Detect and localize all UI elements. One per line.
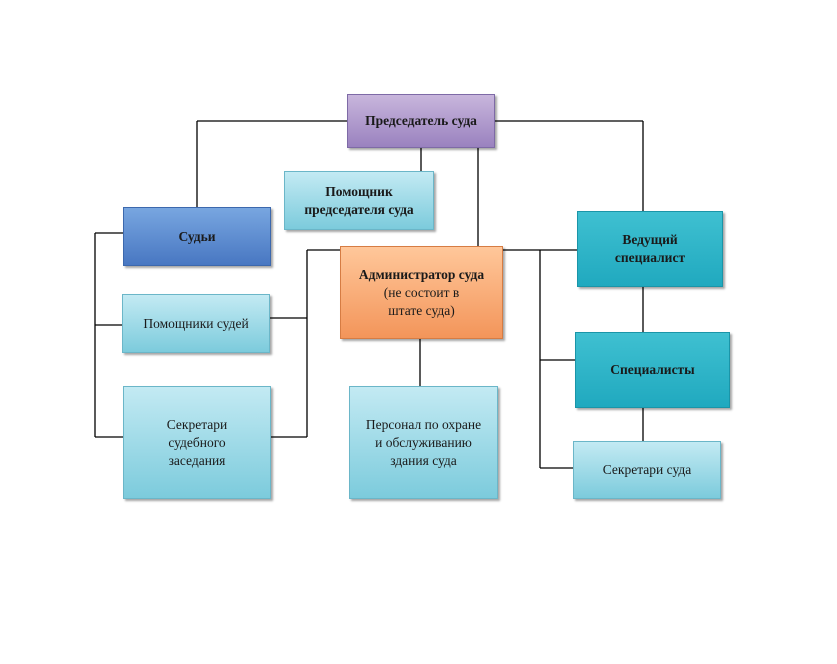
court-administrator-note: (не состоит в штате суда)	[383, 284, 460, 318]
node-court-session-secretaries: Секретари судебного заседания	[123, 386, 271, 499]
node-judges: Судьи	[123, 207, 271, 266]
node-court-secretaries: Секретари суда	[573, 441, 721, 499]
node-lead-specialist: Ведущий специалист	[577, 211, 723, 287]
node-chairman: Председатель суда	[347, 94, 495, 148]
node-specialists: Специалисты	[575, 332, 730, 408]
court-administrator-title: Администратор суда	[358, 266, 485, 282]
node-security-maintenance-staff: Персонал по охране и обслуживанию здания…	[349, 386, 498, 499]
node-judge-assistants: Помощники судей	[122, 294, 270, 353]
node-court-administrator: Администратор суда (не состоит в штате с…	[340, 246, 503, 339]
node-chairman-assistant: Помощник председателя суда	[284, 171, 434, 230]
